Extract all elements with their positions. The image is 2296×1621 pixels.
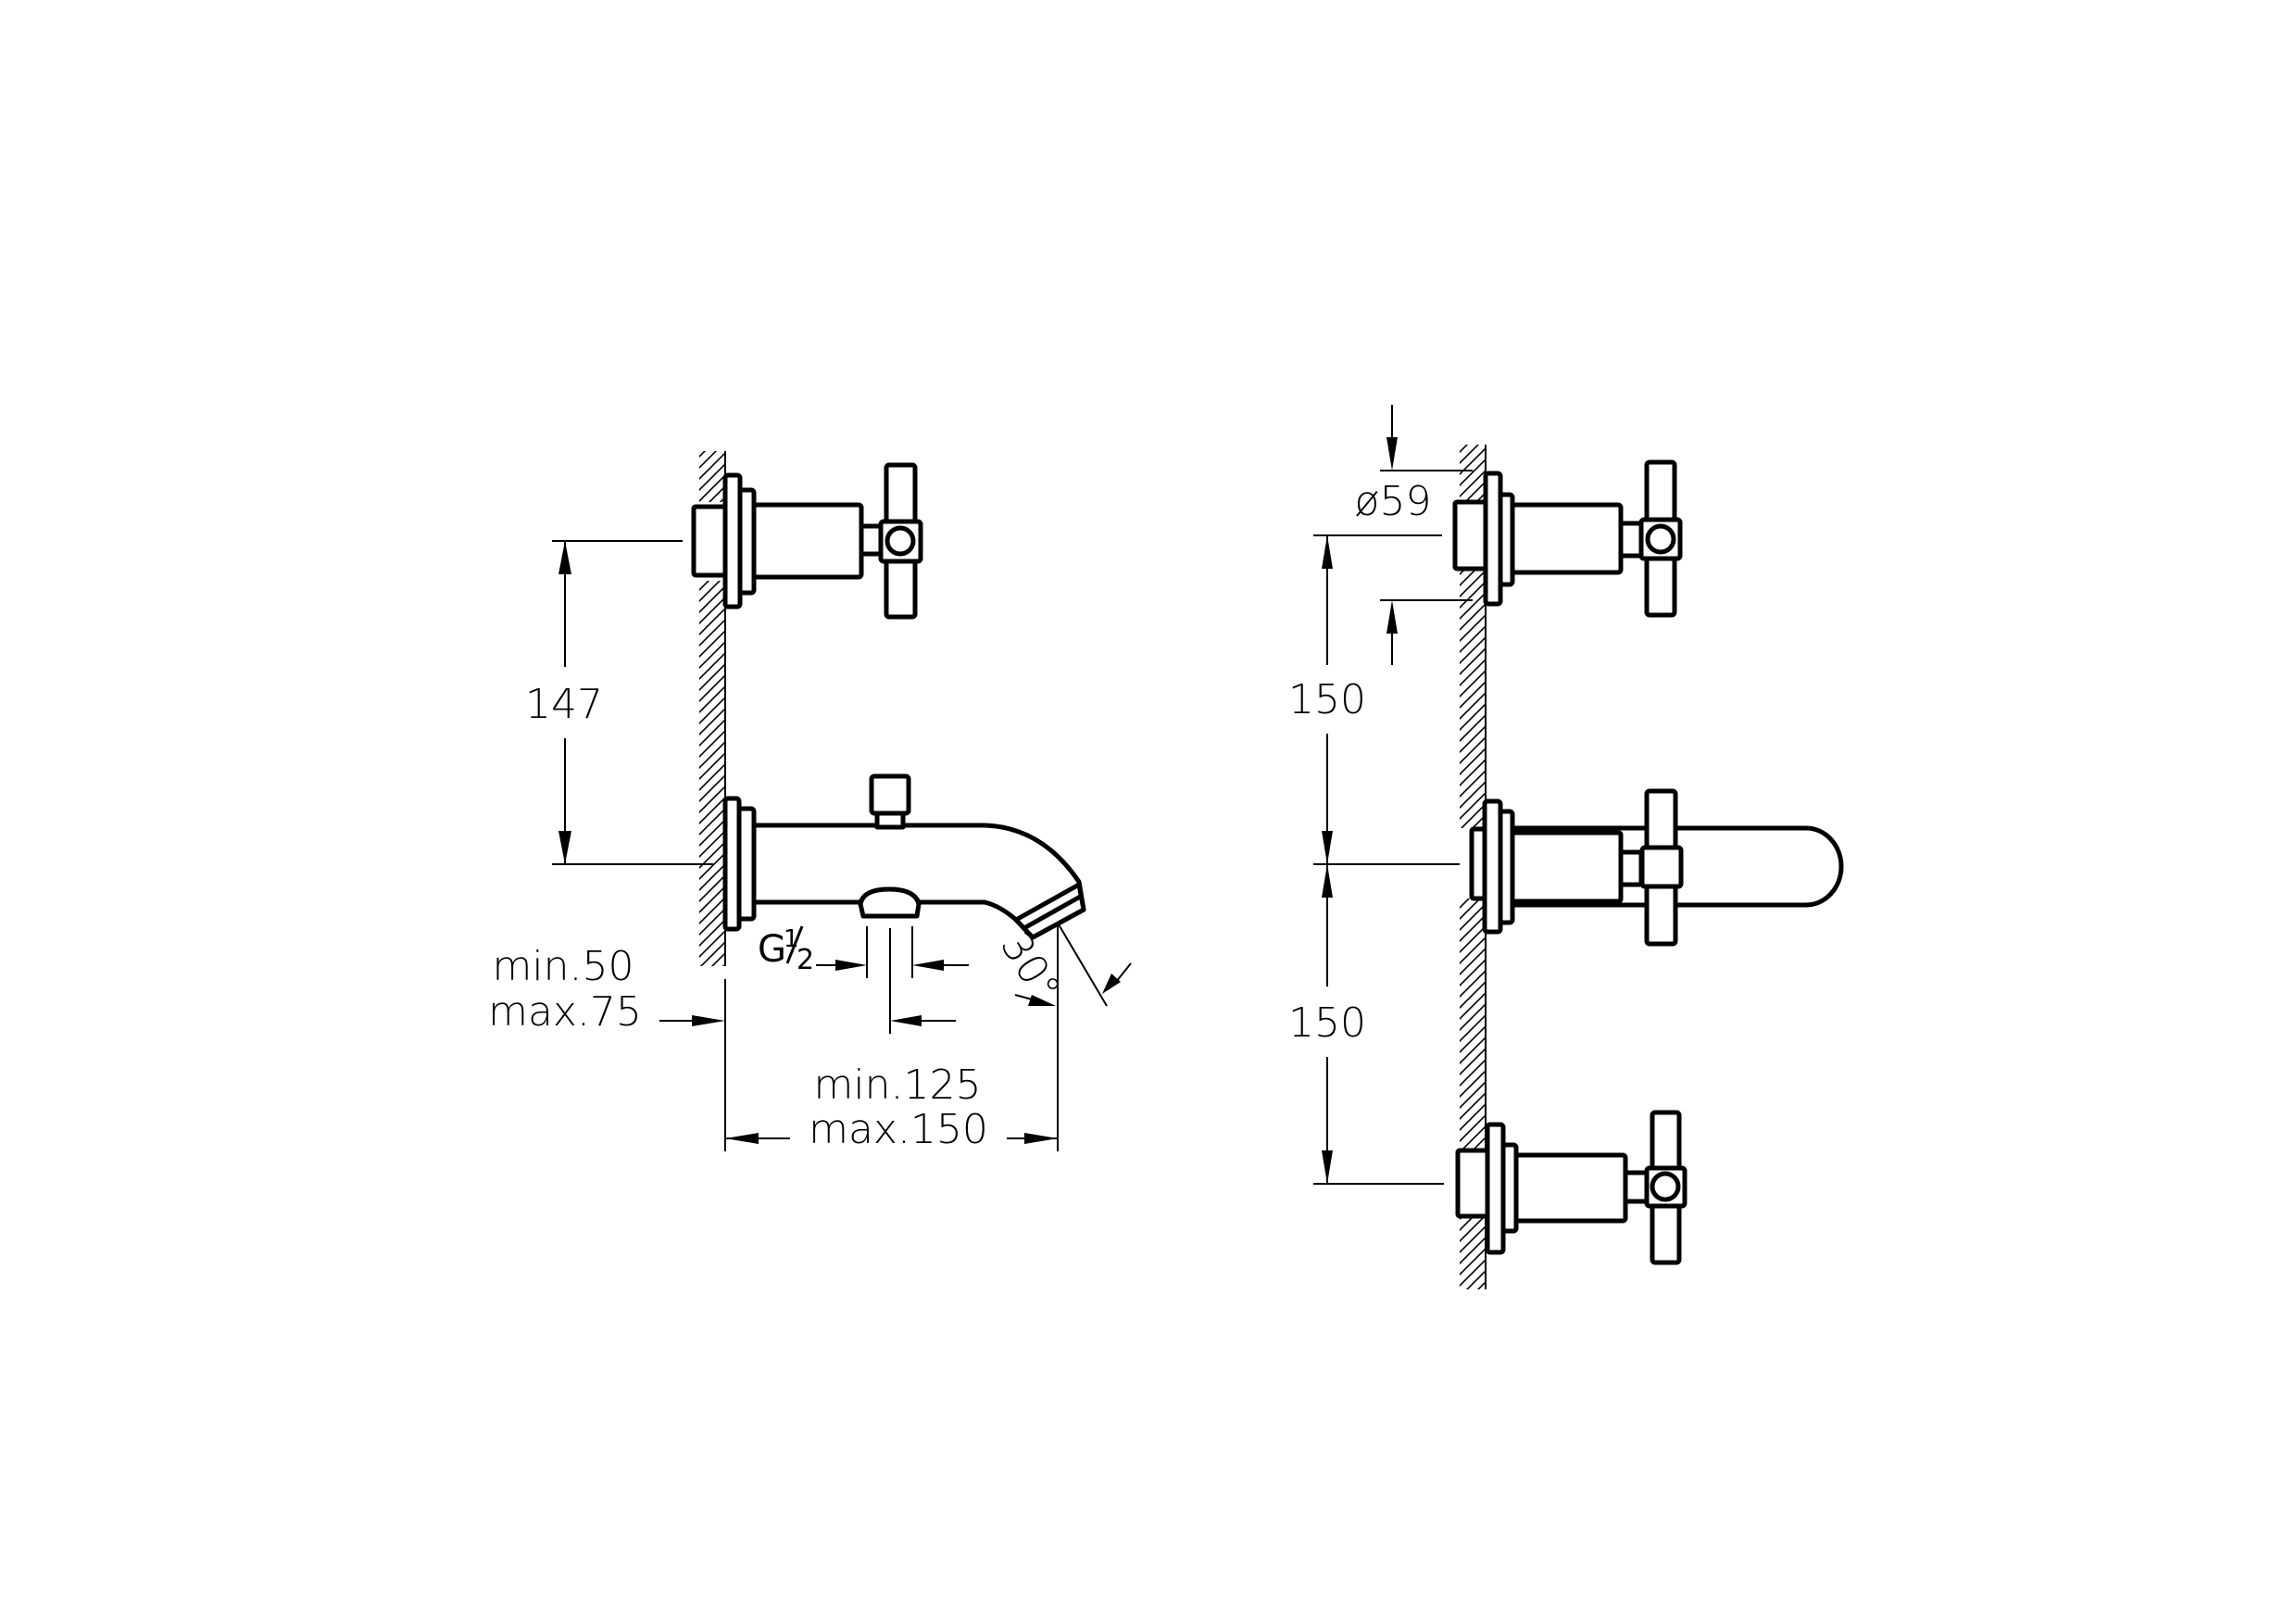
dim-label-150-lower: 150 [1288,999,1366,1047]
dim-label-max-150: max.150 [809,1106,988,1153]
front-view: ø59 150 150 [1288,405,1844,1289]
spout-front [1469,788,1844,947]
top-valve-front [1452,459,1683,618]
dim-147: 147 [525,540,713,865]
dim-projection: min.125 max.150 [725,1062,1058,1153]
dim-label-min-125: min.125 [814,1062,982,1109]
bottom-valve-front [1455,1110,1687,1265]
dim-angle: 30° [991,924,1132,1151]
dim-label-diameter: ø59 [1355,478,1432,525]
dim-thread: G 1 2 [758,925,969,1034]
dim-label-thread-g: G [758,928,786,971]
dim-150-pair: 150 150 [1288,534,1460,1185]
bath-spout-side [722,773,1086,940]
dim-label-thread-den: 2 [797,944,814,976]
dim-label-150-upper: 150 [1288,676,1366,723]
dim-label-max-75: max.75 [488,988,642,1036]
dim-wall-depth: min.50 max.75 [488,943,726,1151]
side-view: 147 min.50 max.75 G 1 2 [488,451,1132,1153]
dim-label-147: 147 [525,681,603,728]
top-valve-side [691,462,923,620]
dim-label-min-50: min.50 [493,943,634,990]
dim-diameter: ø59 [1355,405,1473,665]
diverter-knob-icon [869,773,911,816]
